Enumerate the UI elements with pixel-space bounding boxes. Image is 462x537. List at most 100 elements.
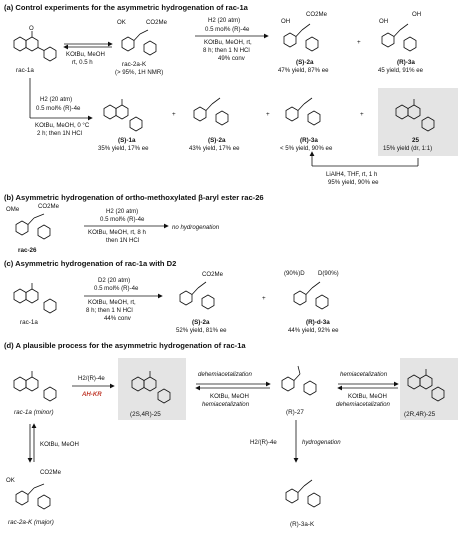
b-cond-l3: KOtBu, MeOH, rt, 8 h (88, 229, 146, 236)
d-eq: KOtBu, MeOH (40, 441, 79, 448)
branch-l3: KOtBu, MeOH, 0 °C (35, 122, 90, 129)
d-right-l2: KOtBu, MeOH (348, 393, 387, 400)
row2-0-yield: 35% yield, 17% ee (98, 145, 149, 152)
step2-l5: 49% conv (218, 55, 246, 62)
compound-rac-1a-c-label: rac-1a (20, 319, 38, 326)
structure-rac-2a-k-d (15, 483, 51, 510)
atom-oh: OH (281, 18, 290, 25)
structure-2s4r-25 (131, 371, 171, 404)
branch-l2: 0.5 mol% (R)-4e (36, 105, 81, 112)
b-result: no hydrogenation (172, 224, 220, 231)
step1-cond: rt, 0.5 h (72, 59, 93, 66)
row2-2-name: (R)-3a (300, 137, 318, 144)
section-d-title: (d) A plausible process for the asymmetr… (4, 341, 246, 350)
structure-r-3a (381, 23, 417, 52)
compound-rac-2a-k-label: rac-2a-K (122, 61, 147, 68)
row2-0-name: (S)-1a (118, 137, 136, 144)
branch-l4: 2 h; then 1N HCl (37, 130, 82, 137)
row2-2-yield: < 5% yield, 90% ee (280, 145, 333, 152)
c-p2-name: (R)-d-3a (306, 319, 330, 326)
row2-1-yield: 43% yield, 17% ee (189, 145, 240, 152)
d-bottom-left: rac-2a-K (major) (8, 519, 54, 526)
structure-s-2a (283, 23, 319, 52)
reduction-l2: 95% yield, 90% ee (328, 179, 379, 186)
structure-2r4r-25 (407, 369, 445, 402)
p2-name: (R)-3a (397, 59, 415, 66)
step2-l3: KOtBu, MeOH, rt, (204, 39, 252, 46)
step1-reagent: KOtBu, MeOH (66, 51, 105, 58)
structure-s-2a-c (179, 281, 215, 310)
compound-25-box (378, 88, 458, 156)
structure-rac-1a-c (13, 283, 57, 314)
d-down-r: hydrogenation (302, 439, 341, 446)
row2-1-name: (S)-2a (208, 137, 226, 144)
row2-3-yield: 15% yield (dr, 1:1) (383, 145, 432, 152)
c-dlabel1: (90%)D (284, 270, 305, 277)
step2-l4: 8 h; then 1 N HCl (203, 47, 250, 54)
compound-rac-26-label: rac-26 (18, 247, 37, 254)
c-cond-l3: KOtBu, MeOH, rt, (88, 299, 136, 306)
plus-c: + (262, 295, 266, 302)
b-cond-l1: H2 (20 atm) (106, 208, 138, 215)
plus-a2: + (172, 111, 176, 118)
d-down-l: H2/(R)-4e (250, 439, 277, 446)
structure-r-3a-row2 (285, 97, 321, 126)
c25a-box (118, 358, 186, 420)
structure-s-2a-row2 (193, 97, 229, 126)
structure-r-3a-k (285, 479, 321, 508)
p1-name: (S)-2a (296, 59, 314, 66)
d-ahkr-top: H2/(R)-4e (78, 375, 105, 382)
reduction-l1: LiAlH4, THF, rt, 1 h (326, 171, 377, 178)
structure-r-d-3a (293, 281, 329, 310)
atom-ok-d: OK (6, 477, 15, 484)
c25b-box (400, 358, 458, 420)
atom-co2me-c: CO2Me (202, 271, 224, 278)
step2-l2: 0.5 mol% (R)-4e (205, 26, 250, 33)
atom-co2me: CO2Me (146, 19, 168, 26)
atom-co2me-b: CO2Me (38, 203, 60, 210)
d-start-label: rac-1a (minor) (14, 409, 54, 416)
compound-rac-1a-label: rac-1a (16, 67, 34, 74)
c-p1-yield: 52% yield, 81% ee (176, 327, 227, 334)
atom-o: O (29, 25, 34, 32)
c-cond-l4: 8 h; then 1 N HCl (86, 307, 133, 314)
row2-3-name: 25 (412, 137, 420, 144)
d-final: (R)-3a-K (290, 521, 315, 528)
c-p1-name: (S)-2a (192, 319, 210, 326)
b-cond-l4: then 1N HCl (106, 237, 139, 244)
branch-l1: H2 (20 atm) (40, 96, 72, 103)
p1-yield: 47% yield, 87% ee (278, 67, 329, 74)
plus-a3: + (266, 111, 270, 118)
d-mid-l2: KOtBu, MeOH (210, 393, 249, 400)
plus-a1: + (357, 39, 361, 46)
compound-rac-2a-k-note: (> 95%, 1H NMR) (115, 69, 163, 76)
d-c25b-label: (2R,4R)-25 (404, 411, 436, 418)
d-ahkr: AH-KR (81, 391, 102, 398)
structure-r-27 (281, 365, 317, 396)
structure-rac-2a-k (121, 29, 157, 56)
atom-co2me-d: CO2Me (40, 469, 62, 476)
b-cond-l2: 0.5 mol% (R)-4e (100, 216, 145, 223)
d-c25a-label: (2S,4R)-25 (130, 411, 161, 418)
plus-a4: + (360, 111, 364, 118)
structure-25 (395, 99, 435, 132)
d-c27-label: (R)-27 (286, 409, 304, 416)
section-b-title: (b) Asymmetric hydrogenation of ortho-me… (4, 193, 264, 202)
c-cond-l2: 0.5 mol% (R)-4e (94, 285, 139, 292)
d-mid-l3: hemiacetalization (202, 401, 250, 408)
c-dlabel2: D(90%) (318, 270, 339, 277)
section-c-title: (c) Asymmetric hydrogenation of rac-1a w… (4, 259, 176, 268)
atom-co2me-2: CO2Me (306, 11, 328, 18)
structure-rac-1a-d (13, 371, 57, 402)
atom-oh-3: OH (412, 11, 421, 18)
section-a-title: (a) Control experiments for the asymmetr… (4, 3, 249, 12)
atom-ome: OMe (6, 206, 20, 213)
d-right-l3: dehemiacetalization (336, 401, 390, 408)
structure-s-1a (103, 99, 143, 132)
atom-ok: OK (117, 19, 126, 26)
d-right-top: hemiacetalization (340, 371, 388, 378)
c-p2-yield: 44% yield, 92% ee (288, 327, 339, 334)
step2-l1: H2 (20 atm) (208, 17, 240, 24)
c-cond-l1: D2 (20 atm) (98, 277, 130, 284)
